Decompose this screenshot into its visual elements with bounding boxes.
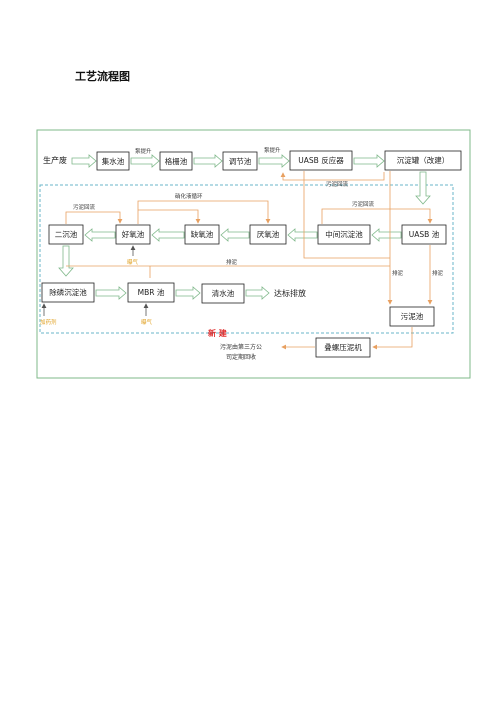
label-output: 达标排放 [274, 288, 306, 298]
label-sludge-out-1: 污泥由第三方公 [220, 343, 262, 351]
svg-text:清水池: 清水池 [212, 288, 235, 298]
label-air1: 曝气 [127, 258, 139, 266]
svg-text:叠螺压泥机: 叠螺压泥机 [324, 342, 362, 352]
node-mbr: MBR 池 [127, 282, 175, 303]
svg-text:除磷沉淀池: 除磷沉淀池 [49, 287, 87, 297]
label-new-build: 新 建 [208, 328, 228, 338]
node-jishui: 集水池 [96, 151, 130, 171]
svg-text:UASB 池: UASB 池 [409, 229, 440, 239]
sludge-return-right-line [321, 208, 433, 224]
outer-frame [36, 129, 471, 379]
node-wunichi: 污泥池 [389, 306, 435, 327]
svg-text:二沉池: 二沉池 [55, 229, 78, 239]
label-pump1: 泵提升 [135, 147, 152, 155]
label-nitrate-return: 硝化液循环 [175, 192, 203, 200]
new-build-area [39, 184, 454, 334]
node-ersheng: 二沉池 [48, 224, 84, 245]
svg-text:厌氧池: 厌氧池 [257, 229, 280, 239]
svg-text:MBR 池: MBR 池 [138, 287, 165, 297]
label-dosing: 加药剂 [40, 318, 57, 326]
flow-arrows-row3 [95, 286, 270, 300]
pool-to-press-line [372, 327, 413, 350]
node-qingshui: 清水池 [201, 283, 245, 304]
node-haoyang: 好氧池 [115, 224, 151, 245]
flow-arrows-row1 [71, 154, 431, 205]
svg-text:格栅池: 格栅池 [165, 156, 188, 166]
svg-text:UASB 反应器: UASB 反应器 [298, 155, 344, 165]
nitrate-return-line-2 [138, 209, 201, 224]
svg-text:调节池: 调节池 [229, 156, 252, 166]
label-sludge-out-2: 司定期回收 [226, 353, 256, 361]
flow-arrows-row2 [58, 228, 402, 277]
label-air2: 曝气 [141, 318, 153, 326]
sludge-return-top-line [280, 172, 385, 181]
node-tiaojie: 调节池 [222, 151, 258, 171]
node-uasb-reactor: UASB 反应器 [289, 150, 353, 171]
node-chendianguan: 沉淀罐（改建） [384, 150, 462, 171]
nitrate-return-line [137, 200, 271, 224]
label-discharge-a: 排泥 [392, 269, 404, 277]
svg-text:好氧池: 好氧池 [122, 229, 145, 239]
reactor-discharge-line [303, 171, 390, 259]
source-label: 生产废 [43, 155, 67, 165]
node-chulin: 除磷沉淀池 [41, 282, 95, 303]
svg-text:中间沉淀池: 中间沉淀池 [325, 229, 363, 239]
label-discharge-b: 排泥 [432, 269, 444, 277]
page-title: 工艺流程图 [75, 70, 130, 83]
label-pump2: 泵提升 [264, 146, 281, 154]
node-yanyang: 厌氧池 [249, 224, 287, 245]
svg-text:沉淀罐（改建）: 沉淀罐（改建） [397, 155, 450, 165]
node-dieluo: 叠螺压泥机 [315, 337, 371, 358]
svg-text:缺氧池: 缺氧池 [191, 229, 214, 239]
label-sludge-return-right: 污泥回流 [352, 200, 375, 208]
label-sludge-return-top: 污泥回流 [326, 180, 349, 188]
node-xiaotiao: 格栅池 [159, 151, 193, 171]
node-uasb-chi: UASB 池 [401, 224, 447, 245]
label-sludge-return-left: 污泥回流 [73, 203, 96, 211]
svg-text:集水池: 集水池 [102, 156, 125, 166]
node-zhongjian: 中间沉淀池 [317, 224, 371, 245]
svg-text:污泥池: 污泥池 [401, 311, 424, 321]
node-queyang: 缺氧池 [184, 224, 220, 245]
label-discharge-mid: 排泥 [226, 258, 238, 266]
sludge-return-left-line [65, 211, 123, 224]
